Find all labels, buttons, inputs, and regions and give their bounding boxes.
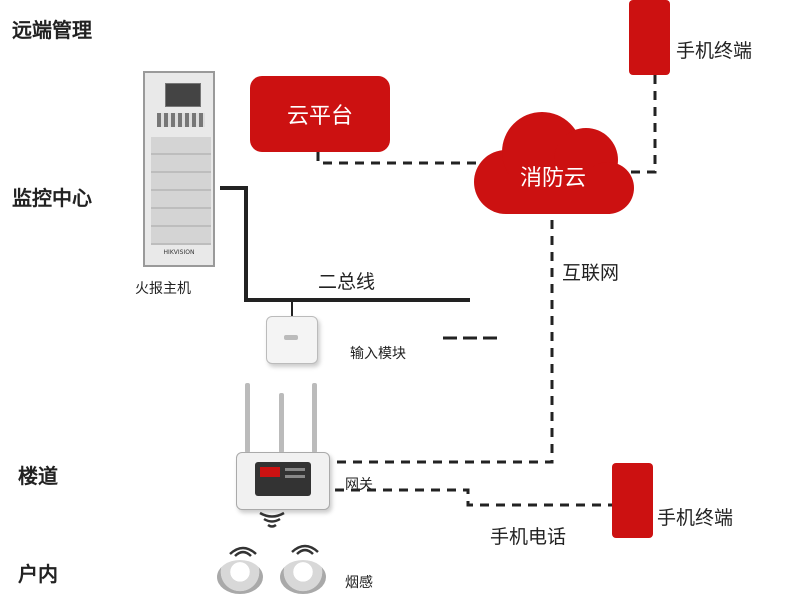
level-corridor: 楼道 bbox=[18, 464, 58, 488]
host-panels bbox=[151, 137, 211, 245]
input-module-device bbox=[266, 316, 318, 364]
mobile-terminal-bottom-label: 手机终端 bbox=[657, 507, 734, 529]
fire-cloud-label: 消防云 bbox=[519, 166, 586, 191]
two-bus-label: 二总线 bbox=[318, 271, 376, 293]
smoke-detector-right bbox=[280, 560, 326, 594]
cloud-platform-link bbox=[316, 152, 492, 165]
smoke-signal-icon-right bbox=[291, 544, 319, 555]
antenna-right-icon bbox=[312, 383, 317, 453]
fire-host-cabinet: HIKVISION bbox=[143, 71, 215, 267]
smoke-label: 烟感 bbox=[345, 575, 373, 591]
level-monitor: 监控中心 bbox=[12, 186, 92, 210]
level-remote: 远端管理 bbox=[12, 18, 92, 42]
module-led-icon bbox=[284, 335, 298, 340]
bus-line bbox=[220, 186, 470, 302]
host-screen bbox=[165, 83, 201, 107]
fire-cloud-shape bbox=[474, 112, 634, 214]
internet-label: 互联网 bbox=[562, 262, 620, 284]
cloud-platform-node: 云平台 bbox=[250, 76, 390, 152]
mobile-terminal-top-icon bbox=[629, 0, 670, 75]
host-brand: HIKVISION bbox=[163, 249, 195, 256]
fire-host-label: 火报主机 bbox=[135, 281, 191, 297]
top-terminal-link bbox=[630, 75, 657, 174]
gateway-label: 网关 bbox=[345, 477, 373, 493]
level-indoor: 户内 bbox=[18, 562, 58, 586]
antenna-left-icon bbox=[245, 383, 250, 453]
gateway-phone-link bbox=[335, 488, 612, 507]
mobile-terminal-top-label: 手机终端 bbox=[676, 40, 753, 62]
smoke-signal-icon-left bbox=[229, 546, 257, 557]
wireless-signal-icon bbox=[259, 511, 285, 528]
cloud-platform-label: 云平台 bbox=[286, 104, 353, 129]
antenna-middle-icon bbox=[279, 393, 284, 453]
host-keypad bbox=[157, 113, 205, 127]
mobile-terminal-bottom-icon bbox=[612, 463, 653, 538]
phone-call-label: 手机电话 bbox=[490, 526, 567, 548]
smoke-detector-left bbox=[217, 560, 263, 594]
input-module-label: 输入模块 bbox=[350, 346, 406, 362]
gateway-panel bbox=[255, 462, 311, 496]
gateway-device bbox=[236, 452, 330, 510]
gateway-indicator bbox=[260, 467, 280, 477]
internet-link bbox=[335, 220, 554, 464]
